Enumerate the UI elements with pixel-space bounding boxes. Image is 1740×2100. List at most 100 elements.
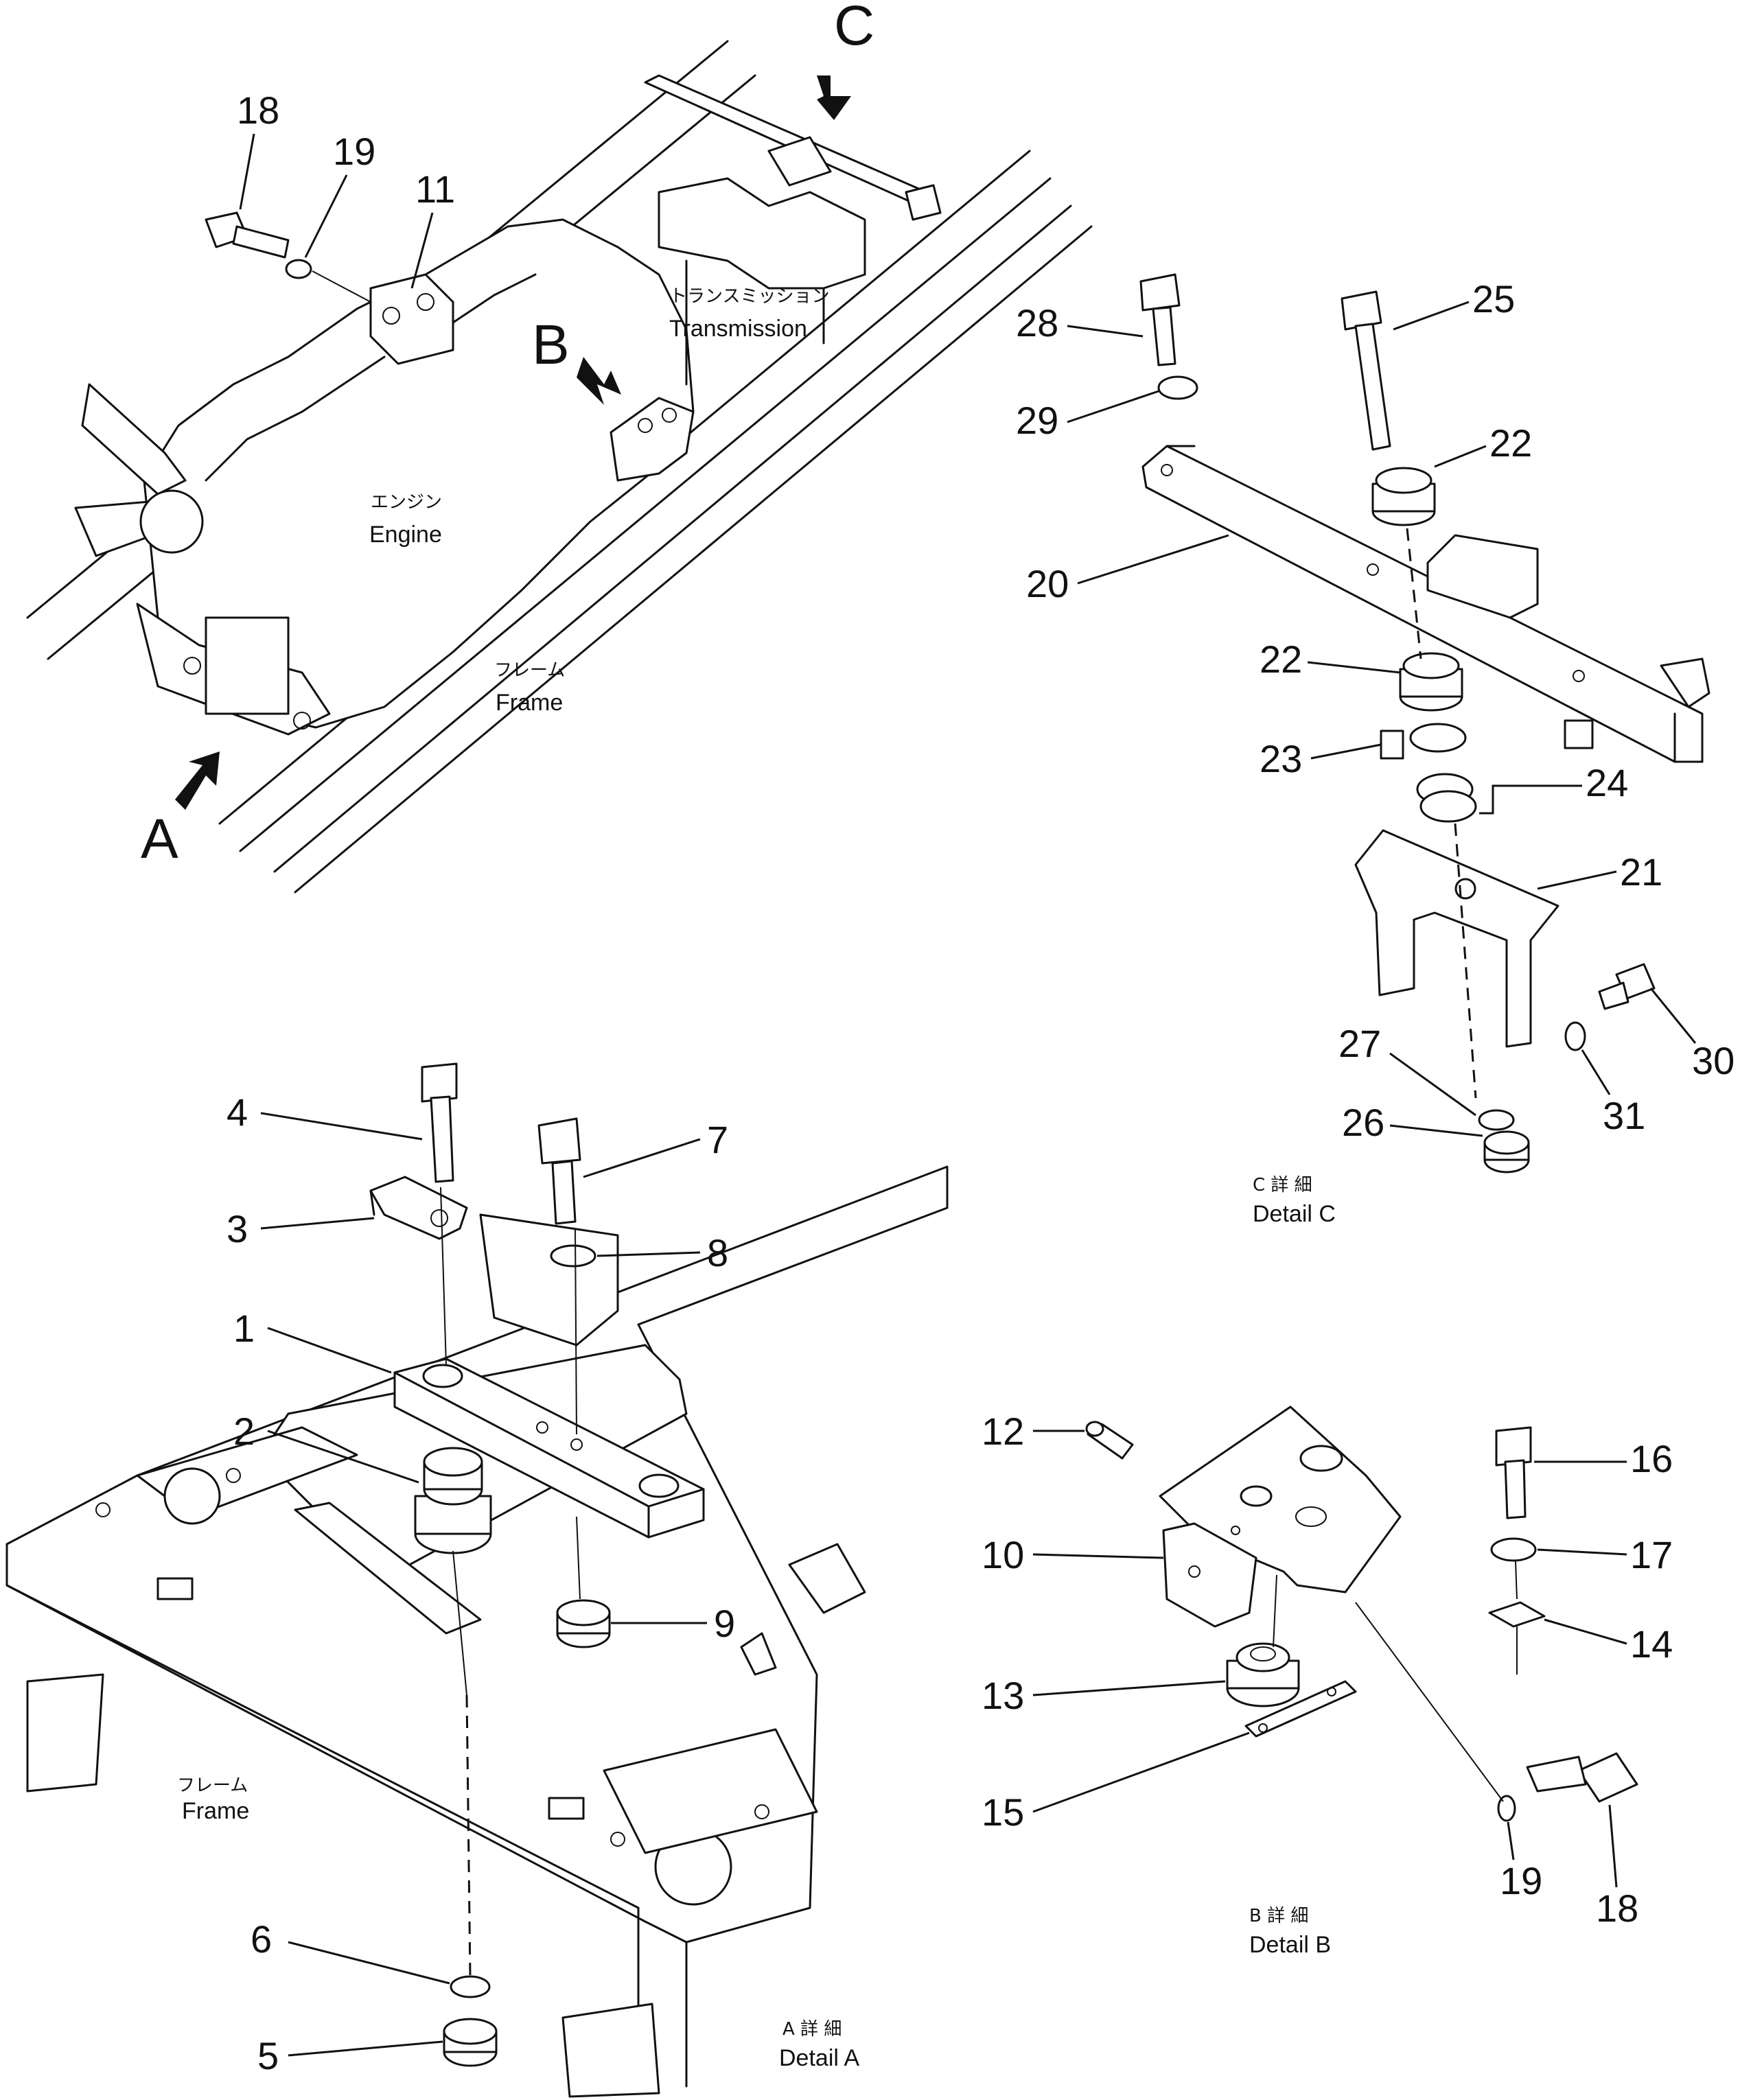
nut-9: [556, 1599, 611, 1648]
washer-19-b: [1497, 1795, 1516, 1822]
bracket-11: [369, 273, 454, 365]
overview-view: A B C エンジン Engine トランスミッション Transmission…: [26, 0, 1093, 894]
callout-13: 13: [982, 1674, 1024, 1717]
callout-21: 21: [1620, 850, 1662, 894]
pin-12: [1085, 1421, 1134, 1460]
rubber-mount-13: [1226, 1642, 1300, 1707]
callout-25: 25: [1472, 277, 1515, 320]
frame-a-label-jp: フレーム: [177, 1775, 248, 1796]
bolt-28: [1139, 273, 1181, 366]
callout-22-upper: 22: [1489, 421, 1532, 465]
callout-19-b: 19: [1500, 1859, 1542, 1902]
bolt-18-b: [1526, 1752, 1638, 1803]
callout-2: 2: [233, 1410, 255, 1453]
callout-23: 23: [1260, 737, 1302, 780]
crossmember-c: [644, 74, 942, 221]
frame-a: [5, 1165, 949, 2098]
callout-6: 6: [251, 1917, 272, 1961]
callout-1: 1: [233, 1307, 255, 1350]
bracket-3: [369, 1176, 468, 1240]
fan: [74, 383, 204, 557]
bracket-b: [610, 397, 695, 482]
callout-14: 14: [1630, 1622, 1673, 1666]
washer-17: [1490, 1537, 1537, 1562]
detail-b-caption-en: Detail B: [1249, 1932, 1331, 1958]
detail-b-view: 12 16 10 17 14 13 15 19 18 B 詳 細 Detail …: [982, 1405, 1673, 1958]
detail-c-caption-en: Detail C: [1253, 1201, 1336, 1227]
collar-23: [1380, 723, 1467, 760]
washer-29: [1157, 375, 1198, 400]
callout-11: 11: [415, 167, 455, 211]
detail-c-caption-jp: C 詳 細: [1253, 1175, 1312, 1195]
callout-12: 12: [982, 1410, 1024, 1453]
bolt-18: [205, 211, 290, 259]
callout-15: 15: [982, 1790, 1024, 1834]
plate-1: [393, 1357, 705, 1539]
callout-17: 17: [1630, 1533, 1673, 1576]
detail-a-caption-en: Detail A: [779, 2045, 859, 2071]
bracket-10: [1159, 1405, 1402, 1628]
callout-10: 10: [982, 1533, 1024, 1576]
nut-5: [443, 2018, 498, 2067]
callout-22-lower: 22: [1260, 638, 1302, 681]
plate-15: [1244, 1680, 1357, 1738]
callout-3: 3: [227, 1207, 248, 1250]
transmission-label-jp: トランスミッション: [669, 286, 829, 307]
bolt-25: [1341, 290, 1391, 451]
rubber-mount-22-lower: [1399, 652, 1463, 712]
crossmember-20: [1141, 445, 1710, 763]
transmission-label-en: Transmission: [669, 316, 807, 342]
bolt-4: [421, 1062, 458, 1183]
washer-19: [285, 259, 312, 279]
washers-24: [1416, 773, 1477, 823]
callout-7: 7: [707, 1118, 728, 1161]
callout-18-top: 18: [237, 89, 279, 132]
callout-29: 29: [1016, 399, 1058, 442]
callout-31: 31: [1603, 1094, 1645, 1137]
frame-a-label-en: Frame: [182, 1798, 249, 1824]
arrow-a-icon: [175, 751, 220, 810]
callout-16: 16: [1630, 1437, 1673, 1480]
callout-27: 27: [1338, 1022, 1381, 1065]
callout-19-top: 19: [333, 130, 375, 173]
washer-31: [1564, 1021, 1586, 1051]
callout-28: 28: [1016, 301, 1058, 345]
collar-2: [414, 1447, 492, 1554]
frame-label-en: Frame: [496, 690, 563, 716]
callout-5: 5: [257, 2034, 279, 2077]
detail-c-view: 28 25 29 22 20 22 23 24 21 30 27 31 26 C…: [1016, 273, 1735, 1227]
callout-30: 30: [1692, 1039, 1735, 1082]
engine-label-en: Engine: [369, 522, 442, 548]
rubber-mount-22-upper: [1371, 467, 1436, 526]
frame-label-jp: フレーム: [494, 660, 565, 681]
callout-18-b: 18: [1596, 1887, 1638, 1930]
callout-24: 24: [1586, 761, 1628, 804]
washer-27: [1478, 1109, 1515, 1131]
callout-20: 20: [1026, 562, 1069, 605]
detail-b-caption-jp: B 詳 細: [1249, 1906, 1308, 1926]
view-label-c: C: [834, 0, 874, 57]
detail-a-caption-jp: A 詳 細: [782, 2019, 842, 2040]
engine-label-jp: エンジン: [371, 492, 442, 513]
callout-9: 9: [714, 1602, 735, 1645]
bolt-30: [1598, 963, 1656, 1010]
bolt-7: [537, 1117, 581, 1225]
bolt-16: [1495, 1426, 1532, 1519]
view-label-a: A: [141, 808, 178, 870]
engine-body: [143, 218, 695, 729]
engine-foot-bracket: [479, 1213, 619, 1346]
view-label-b: B: [532, 314, 570, 376]
nut-26: [1483, 1130, 1530, 1174]
front-mount: [136, 603, 331, 736]
detail-a-view: 4 3 7 8 1 2 9 6 5 フレーム Frame A 詳 細 Detai…: [5, 1062, 949, 2098]
callout-26: 26: [1342, 1101, 1384, 1144]
callout-4: 4: [227, 1090, 248, 1134]
plate-14: [1488, 1601, 1546, 1628]
washer-6: [450, 1975, 491, 1998]
bracket-21: [1354, 829, 1559, 1048]
transmission-body: [658, 177, 866, 386]
washer-8: [550, 1244, 596, 1268]
arrow-c-icon: [817, 75, 851, 120]
arrow-b-icon: [577, 357, 621, 405]
